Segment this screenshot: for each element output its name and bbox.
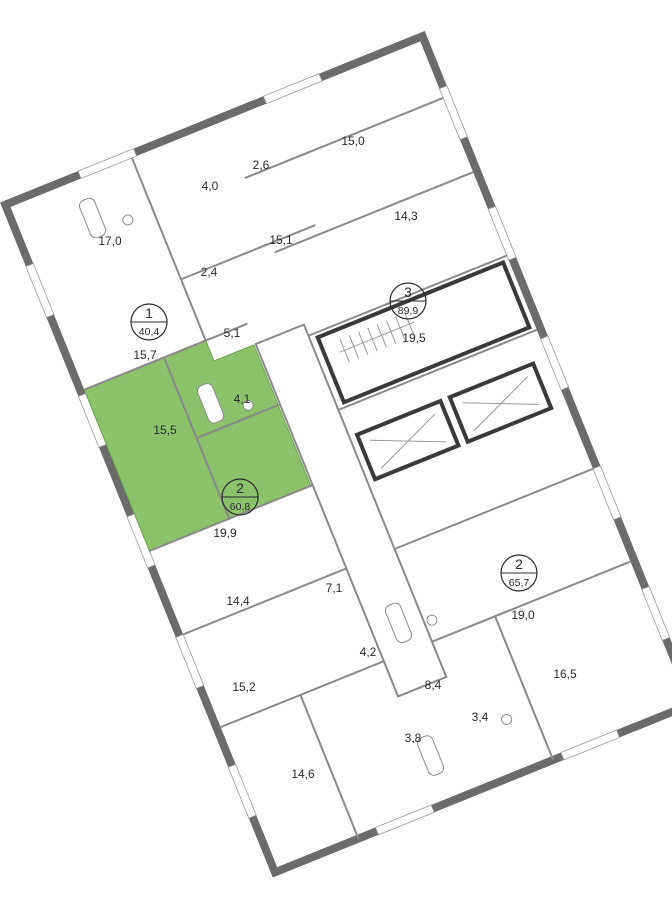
room-labels: 17,0 4,0 2,6 15,0 15,1 14,3 2,4 5,1 15,7… (98, 134, 577, 781)
interior-walls (83, 97, 631, 840)
apartment-area: 60,8 (230, 501, 251, 513)
windows-left (25, 263, 257, 819)
room-area: 8,4 (425, 678, 442, 692)
apartment-area: 40,4 (139, 326, 160, 338)
room-area: 15,5 (153, 423, 177, 437)
room-area: 15,2 (232, 680, 256, 694)
building (0, 30, 672, 878)
bath-fixtures (78, 197, 513, 776)
room-area: 15,7 (133, 348, 157, 362)
apartment-marker-1[interactable]: 1 40,4 (130, 303, 168, 341)
windows-right (438, 85, 671, 641)
room-area: 14,4 (226, 594, 250, 608)
apartment-marker-3[interactable]: 3 89,9 (389, 282, 427, 320)
apartment-area: 65,7 (509, 577, 530, 589)
room-area: 2,6 (253, 158, 270, 172)
apartment-rooms: 1 (145, 305, 153, 321)
room-area: 14,6 (291, 767, 315, 781)
room-area: 4,1 (234, 392, 251, 406)
room-area: 17,0 (98, 234, 122, 248)
apartment-area: 89,9 (398, 305, 419, 317)
room-area: 7,1 (326, 581, 343, 595)
room-area: 5,1 (224, 326, 241, 340)
room-area: 3,8 (405, 731, 422, 745)
apartment-marker-2a[interactable]: 2 60,8 (221, 478, 259, 516)
room-area: 19,5 (402, 331, 426, 345)
room-area: 16,5 (553, 667, 577, 681)
room-area: 2,4 (201, 265, 218, 279)
apartment-rooms: 2 (236, 480, 244, 496)
stair-core (315, 259, 554, 482)
room-area: 14,3 (394, 209, 418, 223)
apartment-rooms: 2 (515, 556, 523, 572)
room-area: 15,0 (341, 134, 365, 148)
room-area: 4,0 (202, 179, 219, 193)
corridor (254, 323, 448, 698)
room-area: 3,4 (472, 710, 489, 724)
room-area: 19,0 (511, 608, 535, 622)
apartment-rooms: 3 (404, 284, 412, 300)
room-area: 15,1 (269, 233, 293, 247)
apartment-marker-2b[interactable]: 2 65,7 (500, 554, 538, 592)
room-area: 19,9 (213, 526, 237, 540)
room-area: 4,2 (360, 645, 377, 659)
